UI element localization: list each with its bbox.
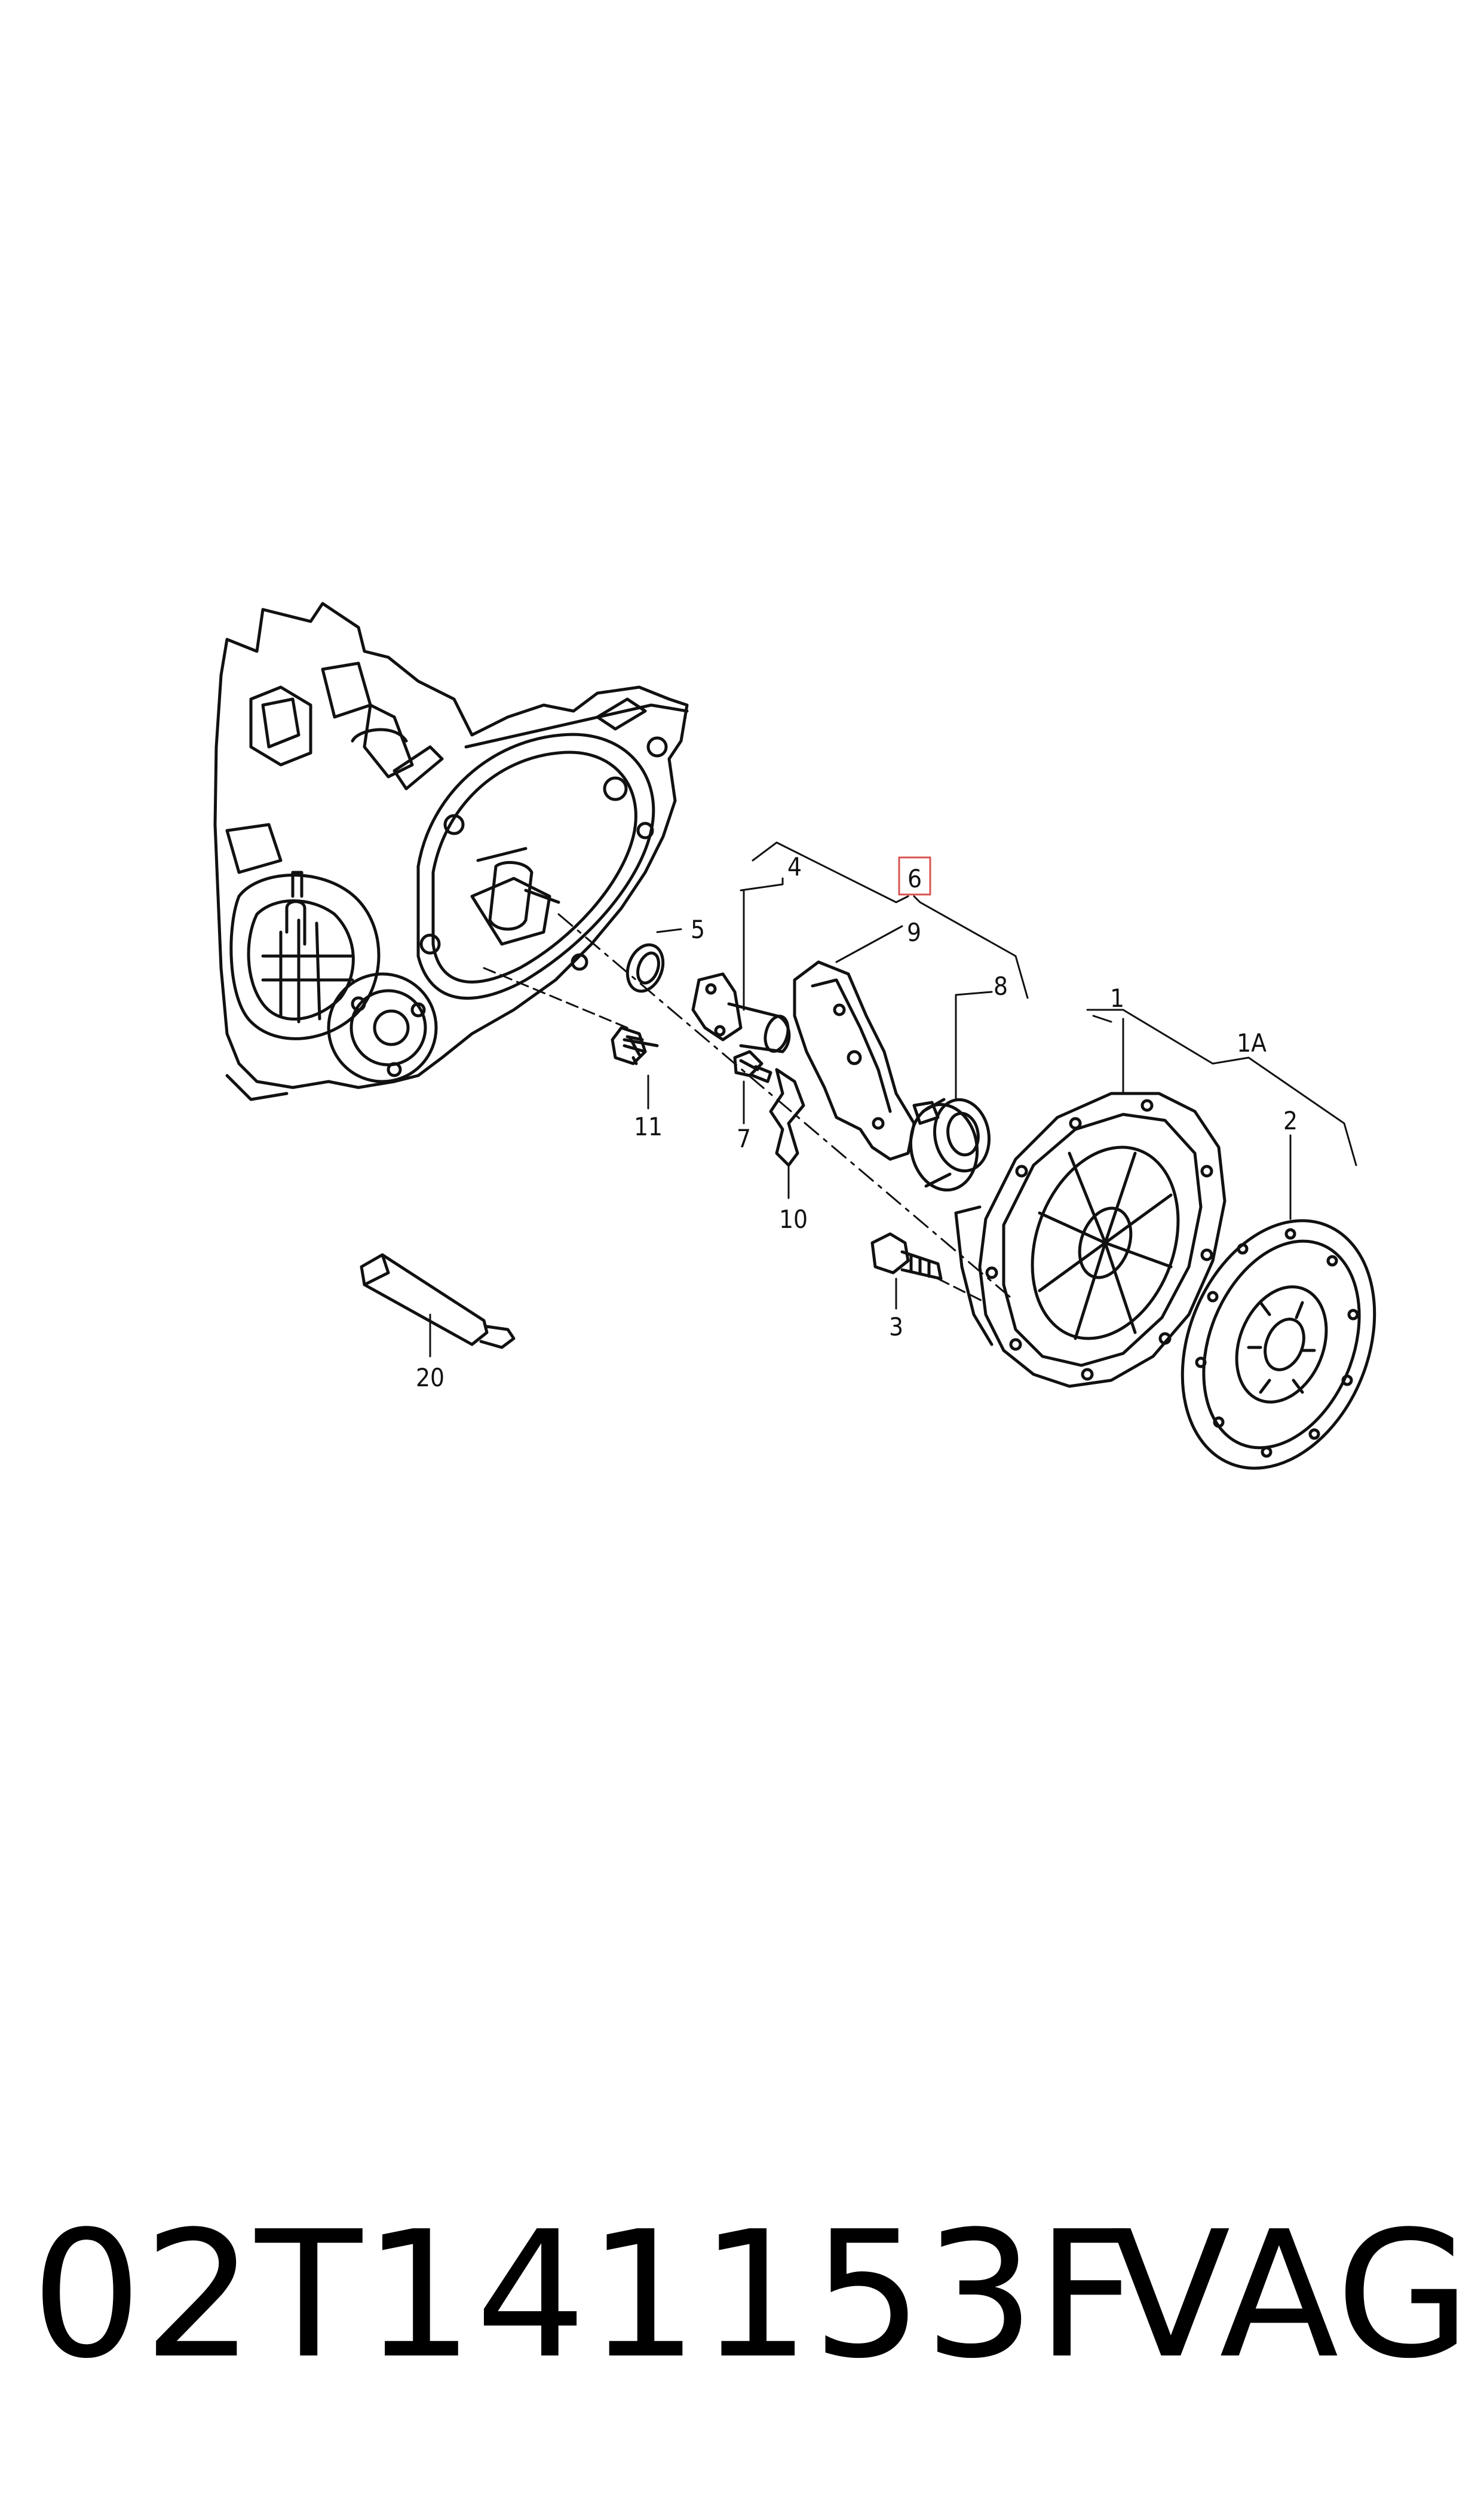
part-number: 02T141153F	[31, 2194, 1138, 2397]
callout-8: 8	[994, 972, 1008, 1001]
callout-2: 2	[1283, 1106, 1298, 1135]
callout-11: 11	[634, 1112, 663, 1141]
callout-9: 9	[907, 918, 921, 947]
callout-5: 5	[691, 915, 705, 944]
grease-tube-part-20	[360, 1253, 516, 1349]
callout-6: 6	[907, 864, 922, 893]
release-bearing-part-8	[909, 1098, 991, 1192]
pressure-plate-part-1	[954, 1092, 1227, 1388]
assembly-axis	[557, 913, 1011, 1298]
seal-ring-part-5	[626, 943, 665, 993]
callout-20: 20	[416, 1363, 444, 1392]
brand-name: VAG	[1111, 2194, 1471, 2397]
callout-7: 7	[737, 1124, 751, 1153]
bolt-axis	[937, 1278, 987, 1304]
callout-1: 1	[1110, 984, 1124, 1013]
callout-3: 3	[889, 1312, 903, 1341]
callout-1a: 1A	[1237, 1028, 1267, 1058]
stud-part-11	[611, 1026, 659, 1065]
gearbox-housing	[213, 602, 689, 1101]
guide-sleeve-part-4	[691, 972, 791, 1053]
leader-lines	[429, 841, 1357, 1358]
callout-4: 4	[787, 852, 802, 881]
stud-axis	[483, 967, 628, 1029]
bolt-part-7	[733, 1050, 772, 1083]
highlight-box-6	[898, 856, 931, 896]
release-lever-part-9	[793, 960, 916, 1161]
callout-10: 10	[779, 1205, 808, 1234]
clutch-disc-part-2	[1181, 1219, 1376, 1470]
bolt-part-3	[870, 1232, 943, 1281]
